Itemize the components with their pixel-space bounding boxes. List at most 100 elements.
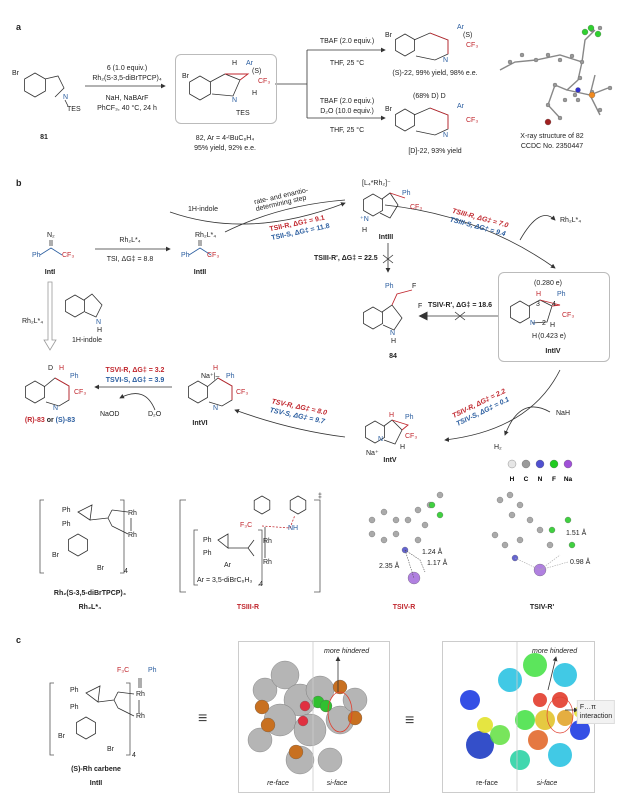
aryl-definition: Ar = 3,5-diBrC₆H₃ (197, 577, 253, 584)
bromine-atom (288, 744, 304, 760)
bromine-atom (260, 717, 276, 733)
d2o-arrow (119, 393, 156, 411)
cyclopropane (225, 73, 250, 81)
atom-br: Br (182, 73, 189, 80)
charge-label: (0.423 e) (538, 333, 567, 340)
atom-n: N (96, 319, 102, 326)
ph-group: Ph (148, 667, 157, 674)
carbon-atom (562, 97, 568, 103)
bond (64, 99, 69, 107)
carbon-atom (536, 526, 544, 534)
carbon-atom (368, 530, 376, 538)
legend-label: F (552, 476, 556, 483)
esp-surface-region (548, 743, 572, 767)
esp-surface-region (533, 693, 547, 707)
oxygen-atom (299, 700, 311, 712)
carbon-atom (533, 57, 539, 63)
cf3-group: F₃C (240, 522, 253, 529)
reagent-d2o: D₂O (148, 411, 162, 418)
cf3-group: CF₃ (410, 204, 423, 211)
atom-br: Br (52, 552, 59, 559)
equivalent-sign: ≡ (198, 710, 208, 727)
spacefill-atom (270, 660, 300, 690)
aryl-group: Ar (457, 103, 464, 110)
carbon-atom (569, 53, 575, 59)
carbon-atom (501, 541, 509, 549)
carbon-atom (496, 496, 504, 504)
bracket (49, 682, 131, 756)
reagent: Rh₂L*₄ (119, 237, 141, 244)
deuterium-label: (68% D) D (413, 93, 446, 100)
esp-surface-region (498, 668, 522, 692)
panel-a-label: a (16, 22, 22, 32)
rh-atom: Rh (136, 691, 145, 698)
quinoline-benzene (25, 380, 45, 404)
intVI-label: IntVI (192, 420, 208, 427)
panel-c-label: c (16, 635, 22, 645)
carbon-atom (380, 536, 388, 544)
carbene-id: IntII (89, 780, 103, 787)
stereo-label: (S) (463, 32, 473, 39)
carbon-atom (575, 97, 581, 103)
carbon-atom (414, 506, 422, 514)
fluorine-atom (581, 28, 589, 36)
ligand-bonds (85, 685, 140, 717)
locant-3: 3 (536, 301, 540, 308)
tsVI-s: TSVI-S, ΔG‡ = 3.9 (105, 377, 165, 384)
esp-surface-region (466, 731, 494, 759)
atom-n: N (530, 320, 536, 327)
atom-f: F (418, 303, 423, 310)
compound-84-label: 84 (389, 353, 397, 360)
spacefill-model-box (238, 641, 390, 793)
atom-h: H (232, 60, 238, 67)
intV-label: IntV (383, 457, 397, 464)
new-cc-bond (389, 192, 406, 199)
rh-atom: Rh (263, 559, 272, 566)
distance-label: 1.24 Å (422, 549, 443, 556)
cf3-group: CF₃ (405, 433, 418, 440)
legend-label: H (510, 476, 515, 483)
atom-n: ⁺N (360, 216, 369, 223)
panel-b-label: b (16, 178, 22, 188)
n2-group: N₂ (47, 232, 55, 239)
atom-h: H (97, 327, 103, 334)
atom-br: Br (97, 565, 104, 572)
locant-2: 2 (542, 320, 546, 327)
arrow (234, 409, 346, 438)
cf3-group: CF₃ (74, 389, 87, 396)
cf3-group: CF₃ (236, 389, 249, 396)
tes-group: TES (236, 110, 250, 117)
distance-label: 1.51 Å (566, 530, 587, 537)
condition: NaH, NaBArF (105, 95, 149, 102)
ph-group: Ph (70, 373, 79, 380)
atom-br: Br (385, 32, 392, 39)
carbene-precursor (39, 247, 63, 256)
locant-4: 4 (552, 301, 556, 308)
carbon-atom (526, 516, 534, 524)
carbon-atom (368, 516, 376, 524)
carbon-atom (491, 531, 499, 539)
carbene (188, 247, 212, 256)
quinoline-benzene (395, 108, 415, 132)
interaction-line (404, 549, 426, 579)
indole-ring (83, 293, 103, 318)
atom-n: N (232, 97, 238, 104)
blocked-mark (382, 254, 394, 264)
ph-group: Ph (557, 291, 566, 298)
esp-surface-region (528, 730, 548, 750)
ts-dagger: ‡ (318, 493, 322, 500)
carbon-atom (392, 530, 400, 538)
quinoline-benzene (395, 33, 415, 57)
indoline-benzene (365, 420, 385, 444)
condition: 6 (1.0 equiv.) (106, 65, 148, 72)
r83: (R)-83 (24, 417, 45, 424)
sodium-atom (407, 571, 421, 585)
ph-group: Ph (203, 537, 212, 544)
tsIVR-label: TSIV-R (392, 604, 416, 611)
released-catalyst: Rh₂L*₄ (560, 217, 582, 224)
ts-energy: TSVI-S, ΔG‡ = 3.9 (106, 377, 165, 384)
atom-h: H (391, 338, 397, 345)
sodium-cation: Na⁺|– (201, 373, 220, 380)
